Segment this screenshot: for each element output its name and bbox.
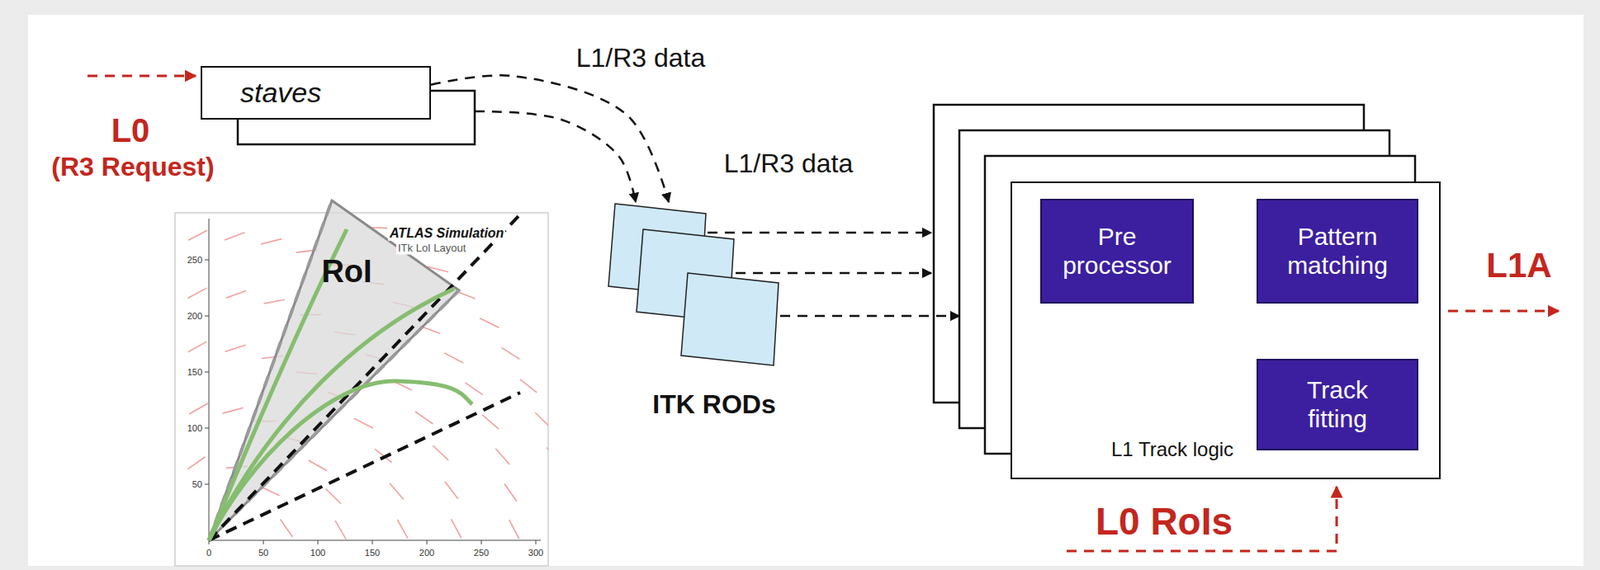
data-flow-arrow [780,315,960,318]
sector-boundary [208,214,521,541]
axis-tick-label: 200 [419,548,435,559]
rod-boards [606,202,805,372]
stave-mark [534,412,549,428]
track-curve [208,381,473,541]
axis-tick-label: 0 [206,548,212,559]
y-tick [204,428,209,430]
node-text: Pattern matching [1287,222,1388,280]
l0-request-arrow [87,75,196,78]
stave-mark [188,341,208,353]
l0-rois-arrow [1066,487,1337,552]
simulation-plot [175,180,569,567]
stave-mark [432,445,449,461]
roi-boundary-dashed [208,290,460,541]
l1a-output-arrow [1448,310,1559,313]
y-tick [204,316,209,318]
rod-stack: ITK RODs [606,202,805,421]
stave-mark [546,447,549,464]
stave-mark [354,418,374,429]
x-tick [426,540,428,545]
y-tick [204,484,209,486]
y-tick [204,260,209,261]
x-tick [535,540,537,545]
x-tick [208,540,210,545]
stave-mark [224,232,245,241]
y-tick [204,372,209,374]
axis-tick-label: 150 [187,367,203,378]
axis-tick-label: 100 [310,548,326,559]
stave-mark [397,520,408,540]
axis-tick-label: 200 [187,311,203,322]
data-flow-arrow [430,75,669,203]
stave-box: staves [200,66,431,120]
stave-mark [187,288,207,299]
process-box: Pattern matching [1256,198,1419,304]
stave-mark [187,457,205,470]
data-flow-arrow [735,272,932,275]
node-text: staves [240,76,322,109]
x-axis [208,540,541,542]
node-text: Pre processor [1062,222,1172,280]
track-logic-board: L1 Track logic Pre processor Pattern match… [1010,181,1441,480]
node-text: ITK RODs [652,389,776,421]
data-flow-arrow [474,111,636,203]
stave-mark [464,383,483,396]
stave-mark [479,318,499,329]
x-tick [372,540,374,545]
stave-mark [222,407,244,414]
stave-mark [279,519,293,537]
rod-board [681,273,779,366]
stave-mark [189,403,208,415]
node-text: Track fitting [1306,376,1369,434]
stave-mark [335,520,346,540]
track-curve [208,288,455,541]
data-flow-arrow [707,231,932,235]
stave-mark [389,483,404,501]
stave-mark [504,483,517,502]
edge-label: L1/R3 data [721,148,857,180]
stave-mark [495,449,510,465]
stave-mark [226,290,247,299]
stave-mark [308,460,328,472]
signal-name: L0 RoIs [1095,500,1233,545]
signal-name: L1A [1486,246,1552,286]
axis-tick-label: 250 [187,255,203,266]
x-tick [481,540,483,545]
node-text: L1 Track logic [1111,438,1234,462]
stave-mark [444,353,464,364]
edge-label: L1/R3 data [573,42,709,74]
plot-subtitle: ITk LoI Layout [396,242,468,256]
axis-tick-label: 100 [187,423,203,434]
white-panel [28,14,1584,567]
stave-mark [444,482,459,500]
axis-tick-label: 300 [528,548,544,559]
axis-tick-label: 250 [473,548,489,559]
region-label: RoI [321,254,372,291]
process-box: Track fitting [1256,359,1419,451]
stave-mark [415,411,433,425]
x-tick [317,540,319,545]
stave-mark [263,299,285,304]
stave-mark [260,239,282,245]
stave-mark [326,488,341,504]
axis-tick-label: 150 [364,548,380,559]
stave-mark [509,520,520,540]
stave-mark [188,230,208,241]
stave-mark [520,379,537,393]
stave-mark [482,415,499,430]
y-axis [208,218,210,541]
axis-tick-label: 50 [258,548,269,559]
x-tick [263,540,265,545]
process-box: Pre processor [1040,198,1194,304]
stave-mark [501,347,520,360]
stave-mark [225,345,247,352]
stave-mark [450,519,461,539]
plot-watermark: ATLAS Simulation [388,226,506,242]
signal-note: (R3 Request) [51,151,214,183]
signal-name: L0 [111,111,151,150]
axis-tick-label: 50 [192,479,203,490]
